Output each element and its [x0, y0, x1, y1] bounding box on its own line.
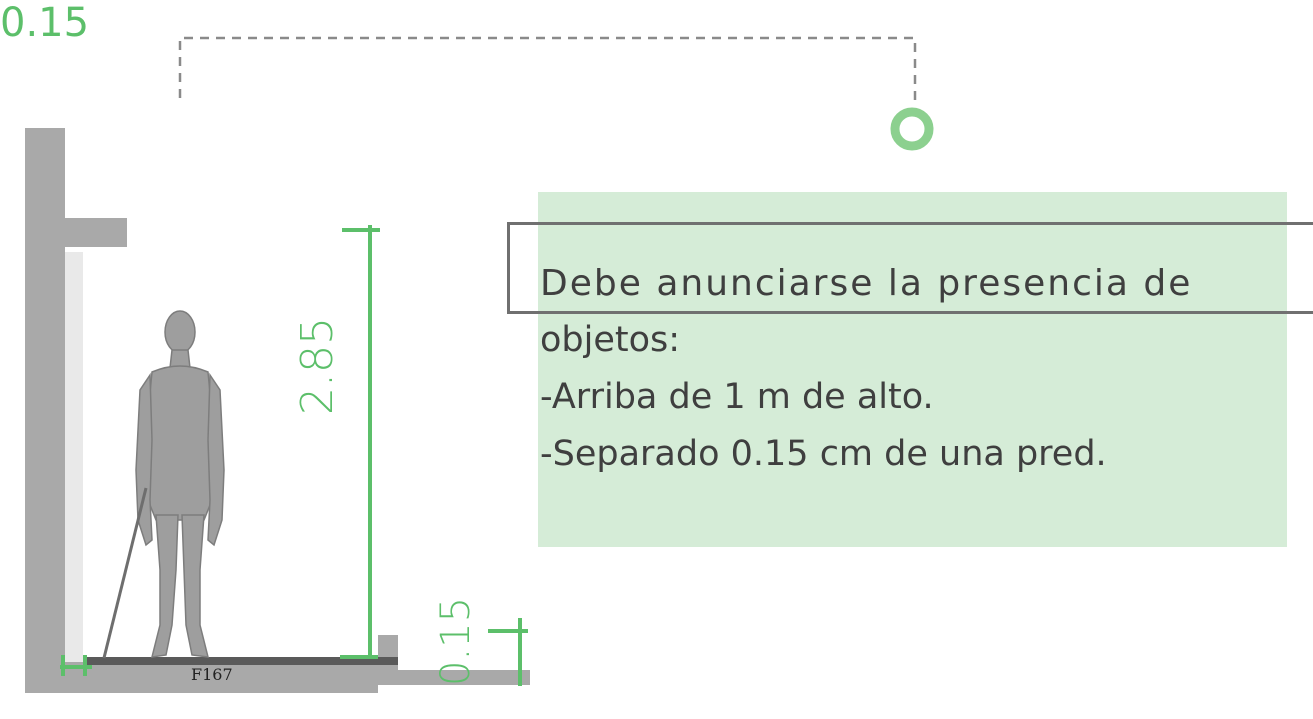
step-dimension-label: 0.15 — [433, 596, 479, 686]
dimension-line-height — [340, 225, 380, 659]
note-background — [538, 192, 1287, 547]
dimension-line-step — [488, 618, 528, 686]
height-dimension-label: 2.85 — [292, 317, 343, 415]
white-cane — [102, 487, 148, 659]
left-wall — [25, 128, 65, 693]
dimension-line-wall — [60, 655, 92, 676]
note-frame — [507, 222, 1313, 314]
connector-ring — [890, 107, 934, 151]
floor-slab — [25, 662, 530, 693]
note-text: Debe anunciarse la presencia de objetos:… — [540, 255, 1300, 483]
wall-inner-light — [65, 252, 83, 662]
floor-step — [378, 635, 398, 662]
wall-gap-dimension-label: 0.15 — [0, 0, 90, 46]
note-line-4: -Separado 0.15 cm de una pred. — [540, 434, 1107, 474]
note-line-1: Debe anunciarse la presencia de — [540, 263, 1193, 304]
figure-code: F167 — [191, 665, 233, 684]
note-line-3: -Arriba de 1 m de alto. — [540, 377, 934, 417]
upper-ledge — [63, 218, 127, 247]
dashed-connector — [178, 36, 917, 100]
person-figure — [135, 310, 225, 658]
note-line-2: objetos: — [540, 320, 681, 360]
floor-top — [85, 657, 398, 665]
